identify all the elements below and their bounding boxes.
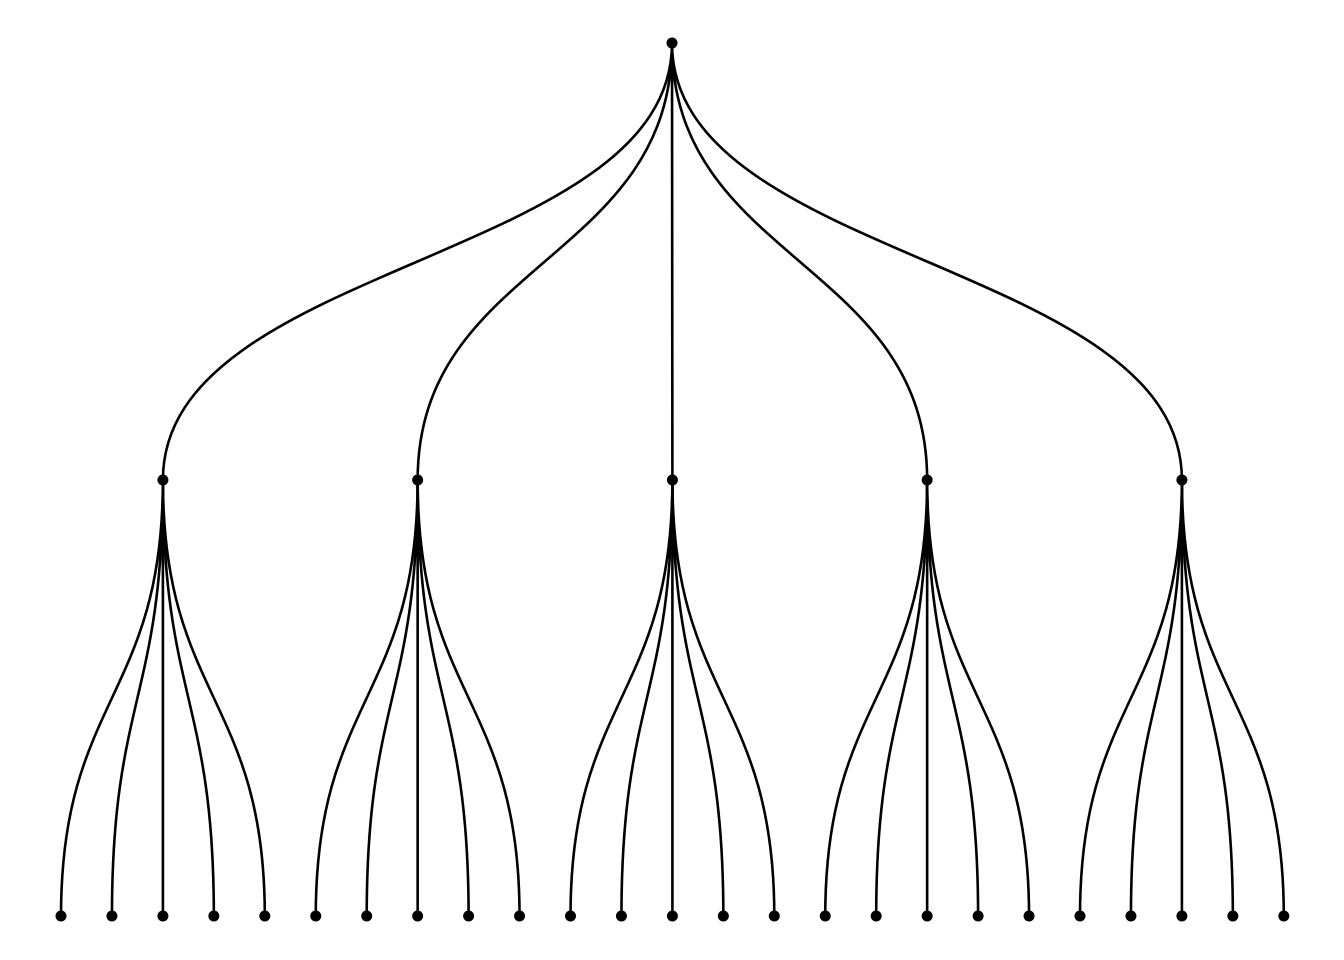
edge-root-to-node-1 [161, 41, 674, 482]
edge-node-2-to-leaf-1 [314, 478, 419, 918]
leaf-node-4-1 [819, 910, 831, 922]
leaf-node-3-1 [565, 910, 576, 922]
leaf-node-1-3 [157, 910, 169, 922]
leaf-node-5-2 [1125, 910, 1137, 922]
internal-node-2 [412, 474, 424, 486]
edge-node-1-to-leaf-5 [161, 478, 267, 918]
internal-node-1 [157, 474, 169, 486]
edge-node-5-to-leaf-4 [1180, 478, 1235, 918]
tree-nodes [55, 37, 1290, 922]
edge-node-2-to-leaf-5 [416, 478, 521, 918]
edge-node-1-to-leaf-2 [110, 478, 165, 918]
leaf-node-1-4 [208, 910, 220, 922]
leaf-node-3-4 [717, 910, 729, 922]
leaf-node-5-5 [1278, 910, 1290, 922]
edge-node-3-to-leaf-5 [671, 478, 776, 918]
leaf-node-2-5 [514, 910, 526, 922]
tree-edges [59, 41, 1286, 918]
edge-node-5-to-leaf-5 [1180, 478, 1286, 918]
leaf-node-5-3 [1176, 910, 1188, 922]
edge-node-5-to-leaf-1 [1078, 478, 1184, 918]
edge-node-4-to-leaf-5 [925, 478, 1031, 918]
edge-root-to-node-5 [670, 41, 1184, 482]
edge-root-to-node-2 [416, 41, 674, 482]
leaf-node-2-1 [310, 910, 322, 922]
leaf-node-1-5 [259, 910, 271, 922]
edge-node-1-to-leaf-1 [59, 478, 165, 918]
leaf-node-4-5 [1023, 910, 1035, 922]
edge-node-3-to-leaf-4 [671, 478, 725, 918]
leaf-node-4-2 [870, 910, 882, 922]
leaf-node-4-4 [972, 910, 984, 922]
root-node [666, 37, 678, 49]
leaf-node-5-4 [1227, 910, 1239, 922]
leaf-node-5-1 [1074, 910, 1086, 922]
leaf-node-3-3 [666, 910, 678, 922]
edge-node-1-to-leaf-4 [161, 478, 216, 918]
leaf-node-2-2 [361, 910, 373, 922]
edge-root-to-node-4 [670, 41, 929, 482]
internal-node-5 [1176, 474, 1188, 486]
edge-node-3-to-leaf-1 [569, 478, 674, 918]
internal-node-3 [666, 474, 678, 486]
leaf-node-3-2 [615, 910, 627, 922]
edge-node-4-to-leaf-4 [925, 478, 980, 918]
edge-node-5-to-leaf-2 [1129, 478, 1184, 918]
edge-node-2-to-leaf-2 [365, 478, 419, 918]
edge-node-4-to-leaf-2 [874, 478, 929, 918]
edge-node-2-to-leaf-4 [416, 478, 470, 918]
leaf-node-2-4 [463, 910, 475, 922]
leaf-node-3-5 [768, 910, 780, 922]
edge-node-3-to-leaf-2 [620, 478, 674, 918]
leaf-node-1-1 [55, 910, 67, 922]
edge-node-4-to-leaf-1 [823, 478, 929, 918]
leaf-node-2-3 [412, 910, 424, 922]
leaf-node-4-3 [921, 910, 933, 922]
internal-node-4 [921, 474, 933, 486]
leaf-node-1-2 [106, 910, 118, 922]
